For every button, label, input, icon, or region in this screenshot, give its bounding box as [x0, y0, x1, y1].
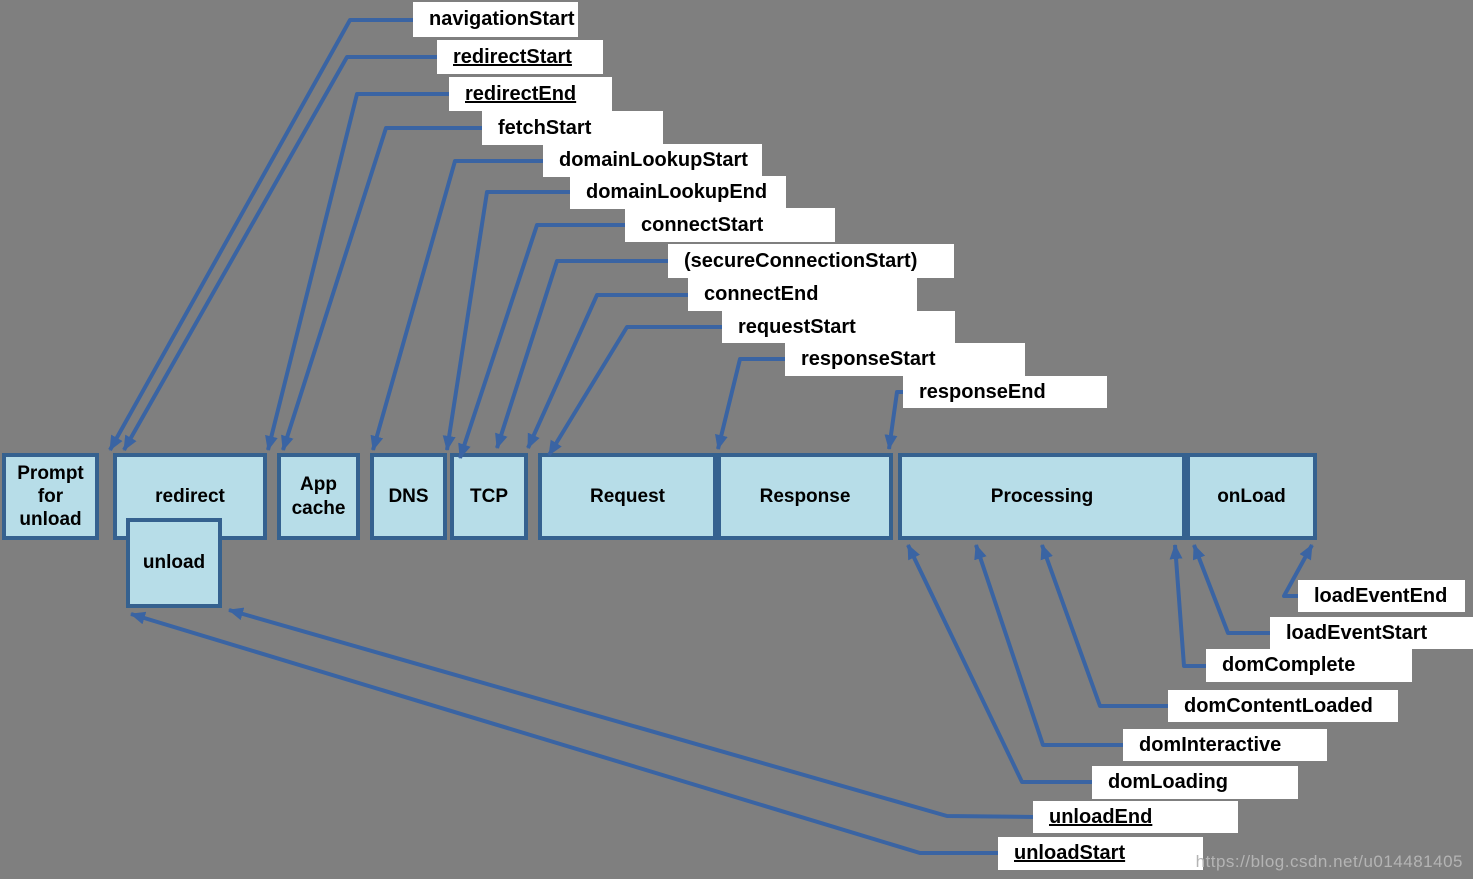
event-label-responseStart: responseStart	[785, 343, 1025, 376]
event-label-domContentLoaded: domContentLoaded	[1168, 690, 1398, 722]
connector-connectStart	[458, 223, 627, 459]
connector-loadEventStart	[1192, 544, 1272, 635]
event-label-domainLookupStart: domainLookupStart	[543, 144, 762, 177]
event-label-unloadEnd: unloadEnd	[1033, 801, 1238, 833]
phase-box-onload: onLoad	[1186, 453, 1317, 540]
event-label-fetchStart: fetchStart	[482, 111, 663, 145]
connector-redirectStart	[122, 55, 439, 451]
event-label-domComplete: domComplete	[1206, 649, 1412, 682]
event-label-connectStart: connectStart	[625, 208, 835, 242]
connector-domContentLoaded	[1040, 544, 1170, 708]
phase-box-dns: DNS	[370, 453, 447, 540]
phase-box-request: Request	[538, 453, 717, 540]
connector-requestStart	[547, 325, 724, 457]
connector-domLoading	[906, 544, 1094, 784]
phase-box-unload: unload	[126, 518, 222, 608]
connector-unloadEnd	[228, 607, 1036, 819]
phase-box-processing: Processing	[898, 453, 1186, 540]
phase-box-app-cache: App cache	[277, 453, 360, 540]
connector-domInteractive	[974, 544, 1125, 747]
event-label-loadEventStart: loadEventStart	[1270, 617, 1473, 649]
connector-responseStart	[715, 357, 787, 450]
connector-connectEnd	[526, 293, 690, 449]
event-label-redirectStart: redirectStart	[437, 40, 603, 74]
event-label-domainLookupEnd: domainLookupEnd	[570, 176, 786, 209]
event-label-domLoading: domLoading	[1092, 766, 1298, 799]
event-label-secureConnectionStart: (secureConnectionStart)	[668, 244, 954, 278]
event-label-loadEventEnd: loadEventEnd	[1298, 580, 1465, 612]
watermark-text: https://blog.csdn.net/u014481405	[1195, 852, 1463, 871]
event-label-responseEnd: responseEnd	[903, 376, 1107, 408]
connector-domainLookupStart	[370, 159, 545, 451]
connector-navigationStart	[108, 18, 415, 451]
connector-loadEventEnd	[1282, 544, 1314, 598]
connector-fetchStart	[281, 126, 484, 451]
phase-box-prompt-for-unload: Prompt for unload	[2, 453, 99, 540]
connector-unloadStart	[130, 611, 1000, 855]
event-label-domInteractive: domInteractive	[1123, 729, 1327, 761]
connector-secureConnectionStart	[495, 259, 670, 449]
connector-responseEnd	[884, 390, 905, 450]
event-label-connectEnd: connectEnd	[688, 278, 917, 311]
connector-domComplete	[1169, 544, 1208, 668]
event-label-navigationStart: navigationStart	[413, 2, 578, 37]
phase-box-response: Response	[717, 453, 893, 540]
event-label-requestStart: requestStart	[722, 311, 955, 343]
event-label-unloadStart: unloadStart	[998, 837, 1203, 870]
connector-domainLookupEnd	[442, 190, 572, 451]
phase-box-tcp: TCP	[450, 453, 528, 540]
connector-redirectEnd	[265, 92, 451, 451]
event-label-redirectEnd: redirectEnd	[449, 77, 612, 111]
